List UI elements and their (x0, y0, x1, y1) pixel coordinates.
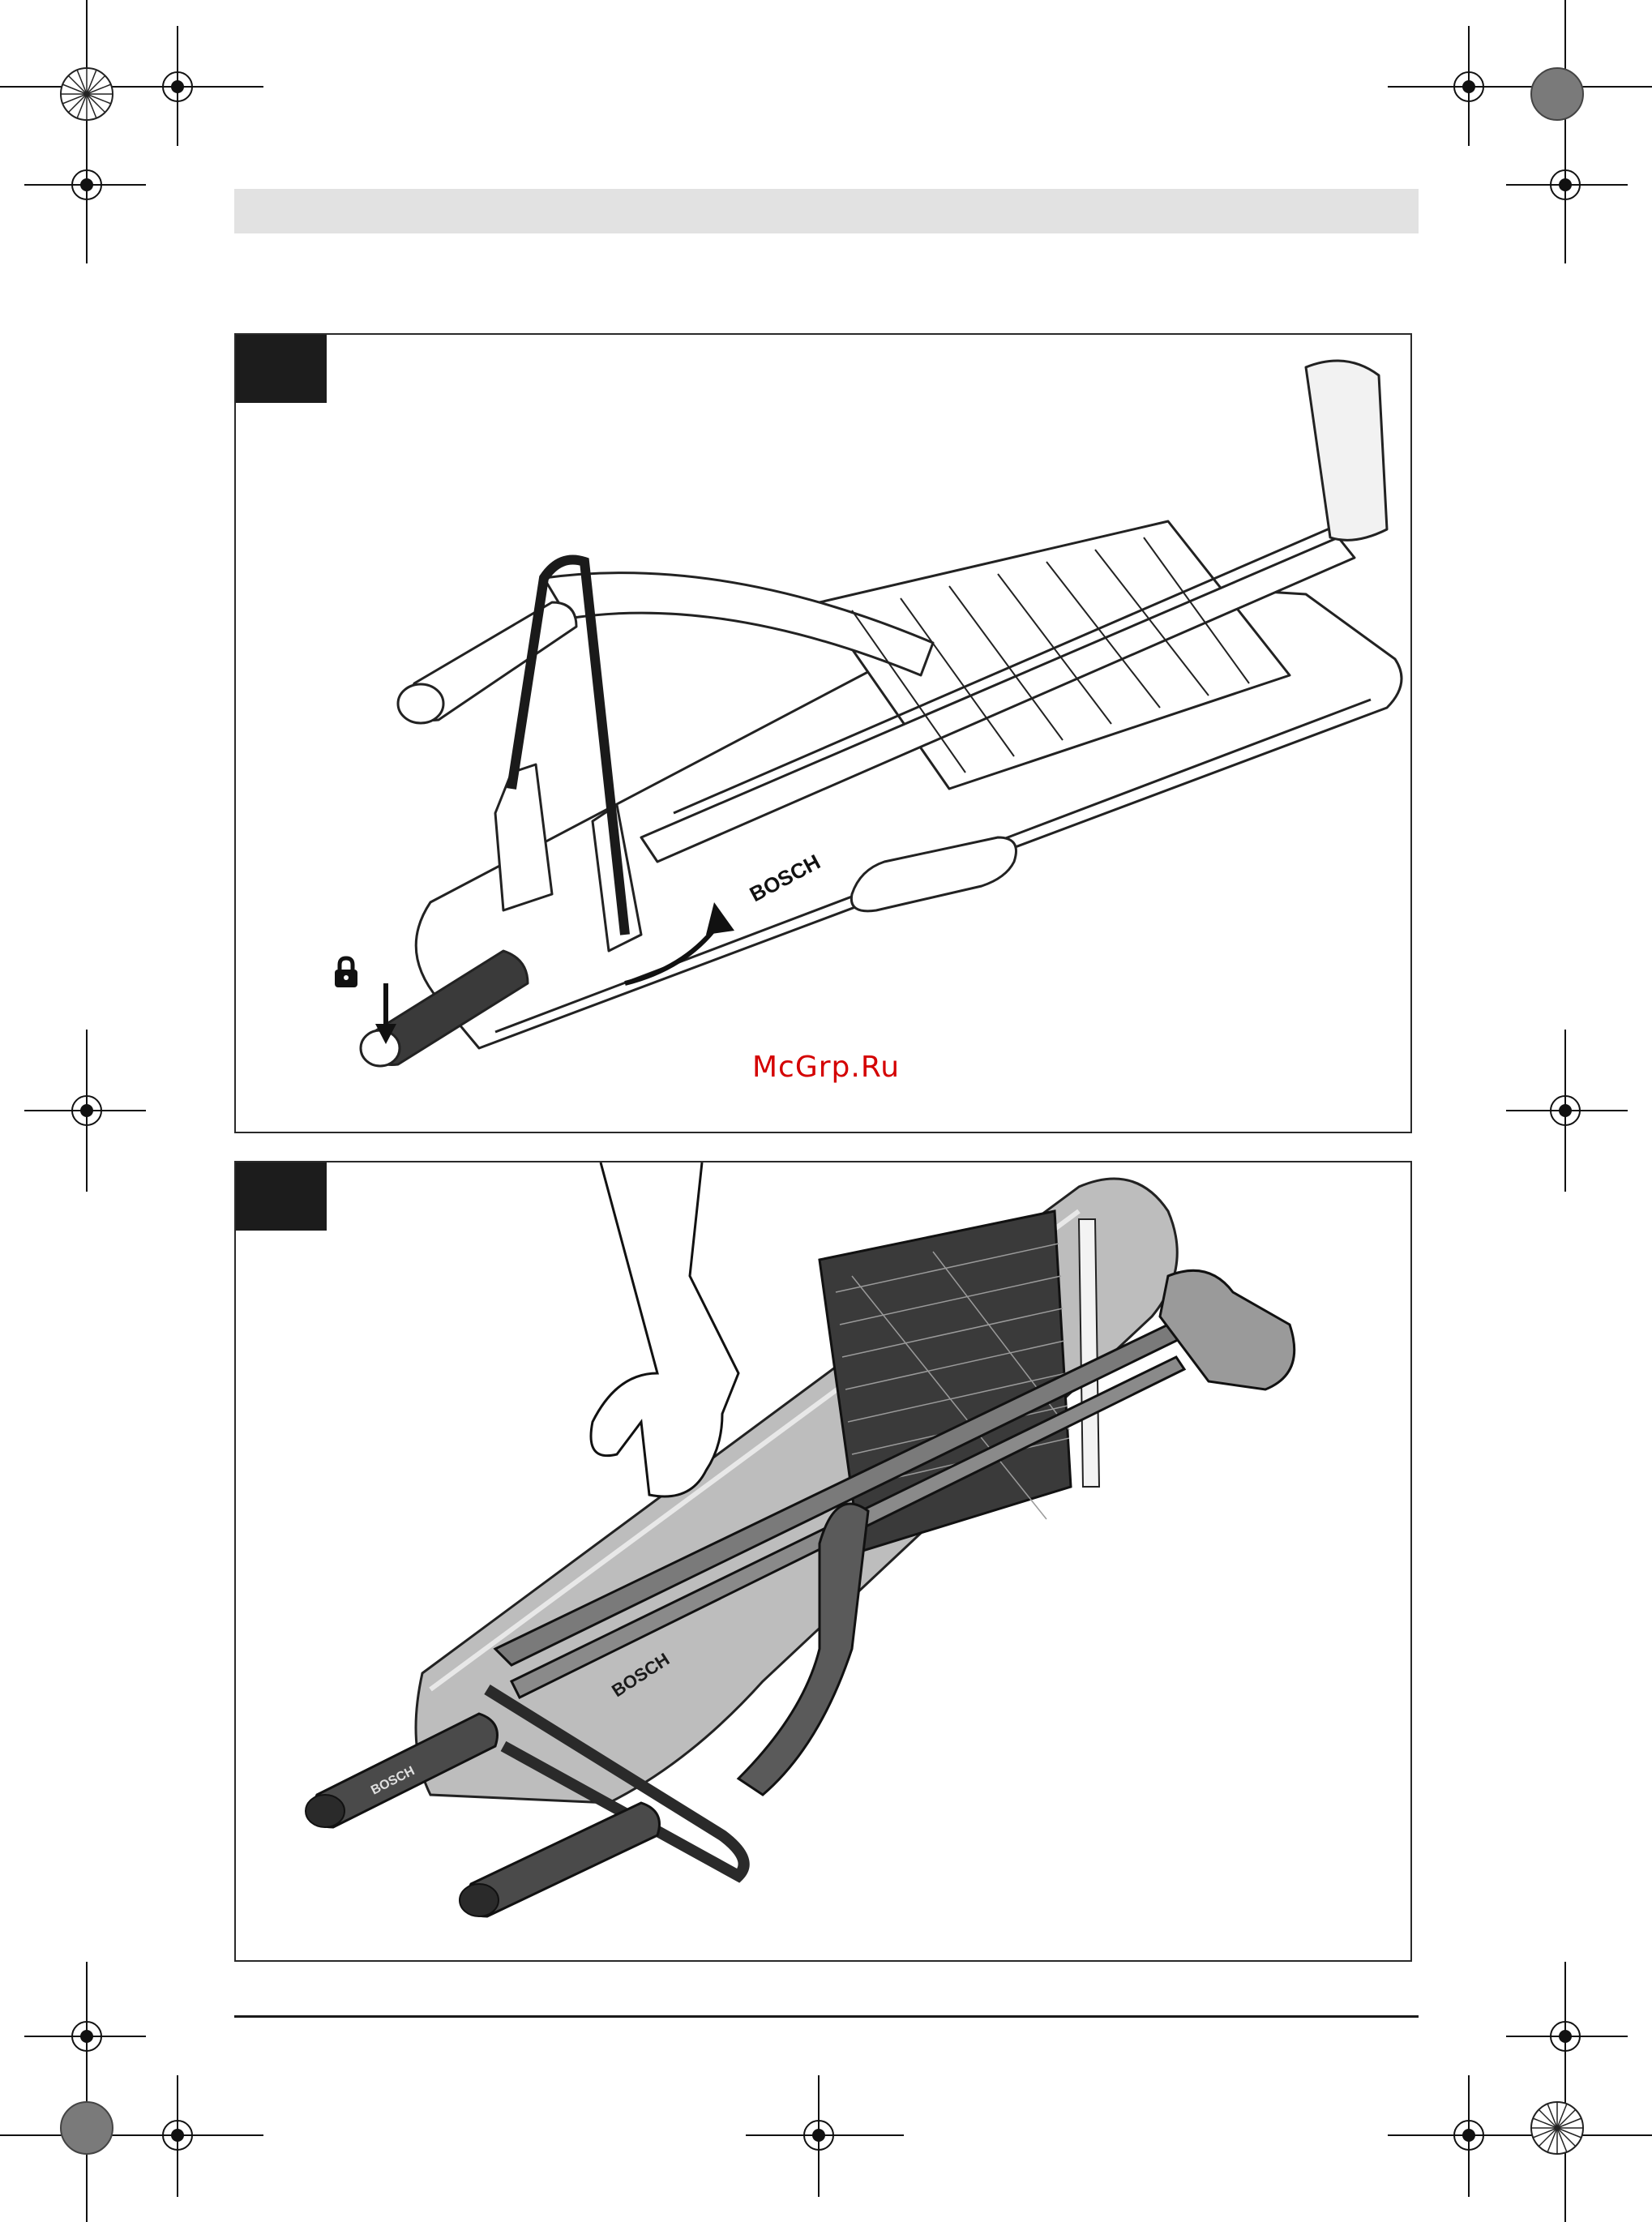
header-bar (234, 189, 1419, 233)
padlock-icon (332, 955, 361, 989)
tile-cutter-illustration-2: BOSCH BOSCH (236, 1162, 1410, 1960)
tile-cutter-illustration-1: BOSCH (236, 335, 1410, 1132)
figure-panel-2: BOSCH BOSCH (234, 1161, 1412, 1962)
footer-rule (234, 2015, 1419, 2018)
figure-panel-1: BOSCH (234, 333, 1412, 1133)
watermark: McGrp.Ru (0, 1051, 1652, 1084)
